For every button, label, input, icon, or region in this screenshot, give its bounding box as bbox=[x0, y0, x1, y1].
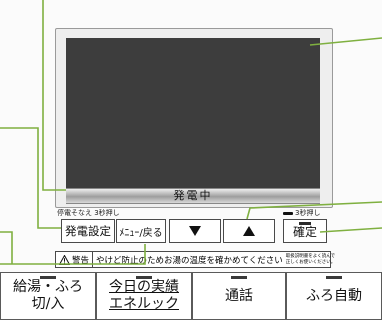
callout-arrows bbox=[246, 201, 382, 220]
today-results-label-2: エネルック bbox=[109, 296, 179, 312]
up-button[interactable] bbox=[223, 219, 275, 243]
callout-left bbox=[0, 231, 13, 264]
warning-badge-label: 警告 bbox=[72, 255, 90, 266]
menu-back-label: ﾒﾆｭｰ/戻る bbox=[119, 227, 163, 239]
down-button[interactable] bbox=[169, 219, 221, 243]
call-button[interactable]: 通話 bbox=[192, 272, 286, 320]
fill-bath-button[interactable]: 給湯・ふろ 切/入 bbox=[0, 272, 96, 320]
button-notch bbox=[231, 276, 247, 279]
lcd-screen bbox=[66, 38, 320, 188]
manual-note-line-2: 正しくお使いください。 bbox=[285, 259, 336, 265]
status-text: 発電中 bbox=[173, 189, 213, 202]
callout-power-setting bbox=[0, 127, 61, 229]
power-setting-label: 発電設定 bbox=[65, 224, 111, 238]
key-icon bbox=[283, 211, 293, 215]
callout-confirm bbox=[319, 227, 382, 233]
down-arrow-icon bbox=[189, 226, 201, 236]
button-notch bbox=[40, 276, 56, 279]
confirm-hint-text: 3秒押し bbox=[295, 209, 321, 217]
call-label: 通話 bbox=[225, 287, 253, 304]
up-arrow-icon bbox=[243, 226, 255, 236]
button-notch bbox=[299, 222, 311, 225]
button-notch bbox=[326, 276, 342, 279]
auto-bath-label: ふろ自動 bbox=[306, 287, 362, 304]
today-results-button[interactable]: 今日の実績 エネルック bbox=[96, 272, 192, 320]
callout-status bbox=[42, 0, 66, 191]
confirm-hint: 3秒押し bbox=[283, 209, 320, 217]
manual-note: 取扱説明書をよく読んで 正しくお使いください。 bbox=[286, 254, 336, 266]
power-saving-hint: 停電そなえ 3秒押し bbox=[57, 209, 120, 217]
callout-screen bbox=[309, 37, 382, 46]
power-setting-button[interactable]: 発電設定 bbox=[61, 219, 115, 243]
confirm-label: 確定 bbox=[292, 224, 317, 239]
today-results-label-1: 今日の実績 bbox=[109, 279, 179, 295]
warning-text: やけど防止のためお湯の温度を確かめてください bbox=[96, 255, 283, 266]
auto-bath-button[interactable]: ふろ自動 bbox=[286, 272, 382, 320]
manual-note-line-1: 取扱説明書をよく読んで bbox=[285, 253, 336, 259]
callout-menu bbox=[0, 244, 146, 265]
fill-bath-label-1: 給湯・ふろ bbox=[13, 279, 83, 295]
menu-back-button[interactable]: ﾒﾆｭｰ/戻る bbox=[116, 219, 166, 243]
status-bar: 発電中 bbox=[66, 188, 320, 204]
button-notch bbox=[136, 276, 152, 279]
fill-bath-label-2: 切/入 bbox=[31, 296, 65, 312]
